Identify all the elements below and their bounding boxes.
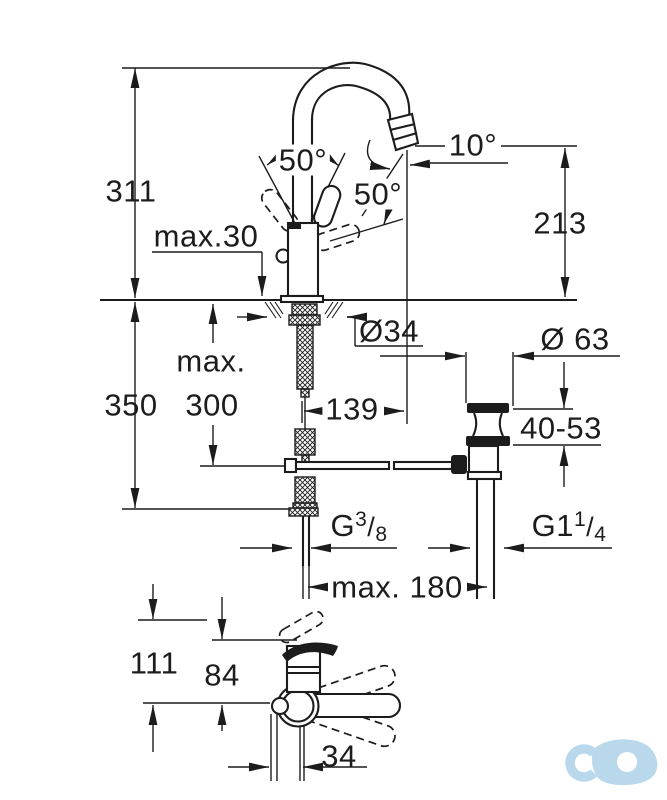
dim-supply-thread: G3/8 xyxy=(330,509,387,545)
thread-den: 4 xyxy=(594,523,607,546)
dim-hole-diameter: Ø34 xyxy=(358,313,420,349)
mounting-hardware xyxy=(264,301,454,566)
dim-waste-plug-height-range: 40-53 xyxy=(520,410,602,446)
dim-front-lever-offset: 34 xyxy=(321,738,357,774)
dim-overall-height: 311 xyxy=(105,173,157,209)
dim-max-deck-thickness: max.30 xyxy=(153,218,259,254)
dim-below-deck-depth: 350 xyxy=(104,387,158,423)
dim-spout-height: 213 xyxy=(533,205,587,241)
dim-spout-reach: 139 xyxy=(322,393,382,425)
dim-spout-tilt: 10° xyxy=(445,129,501,161)
dim-lever-angle-left: 50° xyxy=(275,144,331,176)
thread-sup: 1 xyxy=(573,508,587,531)
thread-base: G xyxy=(330,508,356,543)
pop-up-waste xyxy=(451,403,510,599)
faucet-front-view xyxy=(270,610,402,748)
dim-lever-angle-right: 50° xyxy=(350,178,406,210)
dimension-lines xyxy=(100,67,620,781)
thread-sup: 3 xyxy=(355,508,368,531)
thread-base: G1 xyxy=(531,508,574,543)
dim-waste-thread: G11/4 xyxy=(532,509,607,545)
dim-front-height-handle: 111 xyxy=(129,645,179,681)
thread-slash: / xyxy=(367,512,376,542)
dim-waste-plug-diameter: Ø 63 xyxy=(540,321,610,357)
dim-rod-max-length: max. 180 xyxy=(331,569,463,605)
thread-den: 8 xyxy=(375,523,388,546)
thread-slash: / xyxy=(586,512,595,542)
dim-below-deck-max-label: max. xyxy=(176,343,246,379)
store-watermark-logo xyxy=(565,739,658,786)
dim-front-height-body: 84 xyxy=(204,657,240,693)
dim-below-deck-max-value: 300 xyxy=(185,387,239,423)
faucet-side-view xyxy=(260,61,420,304)
